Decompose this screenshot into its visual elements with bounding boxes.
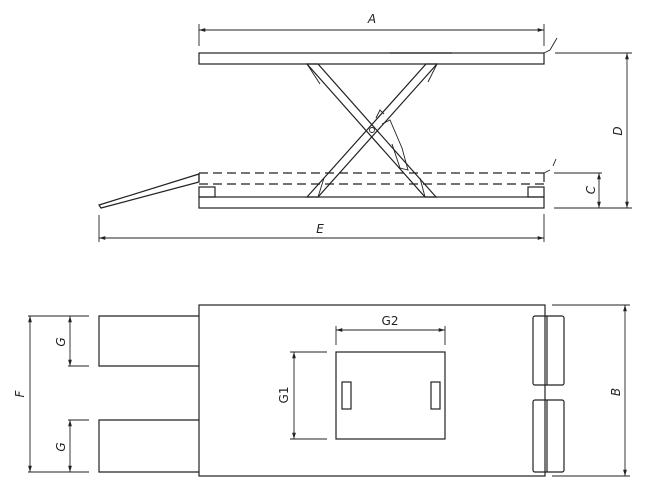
dimension-a: A	[198, 12, 545, 46]
lift-body	[198, 304, 546, 477]
label-g1: G1	[277, 387, 291, 404]
label-e: E	[316, 222, 324, 236]
wheel-pads	[98, 315, 199, 473]
center-plate	[335, 351, 446, 440]
dimension-b: B	[552, 304, 630, 477]
label-c: C	[584, 185, 598, 194]
dimension-d: D	[555, 52, 632, 208]
raised-platform	[198, 52, 545, 65]
label-g-lower: G	[54, 442, 68, 451]
drive-on-ramp	[98, 173, 200, 209]
dimension-f: F	[13, 315, 68, 473]
dimension-g-upper: G	[54, 315, 89, 367]
side-view: A	[98, 12, 632, 242]
rear-ramps	[532, 315, 565, 473]
dimension-c: C	[554, 172, 632, 209]
label-b: B	[609, 388, 623, 396]
dimension-e: E	[98, 214, 545, 242]
base-frame	[198, 196, 545, 209]
dimension-g2: G2	[335, 314, 446, 345]
scissor-mechanism	[305, 63, 439, 198]
label-g2: G2	[382, 314, 399, 328]
dimension-g1: G1	[277, 351, 327, 440]
label-d: D	[611, 126, 625, 135]
dimension-g-lower: G	[54, 419, 89, 473]
top-view: B G G F	[13, 304, 630, 477]
label-f: F	[13, 389, 27, 397]
label-a: A	[367, 12, 376, 26]
label-g-upper: G	[54, 337, 68, 346]
lowered-platform	[198, 158, 557, 185]
platform-ramp-raised	[543, 37, 558, 54]
